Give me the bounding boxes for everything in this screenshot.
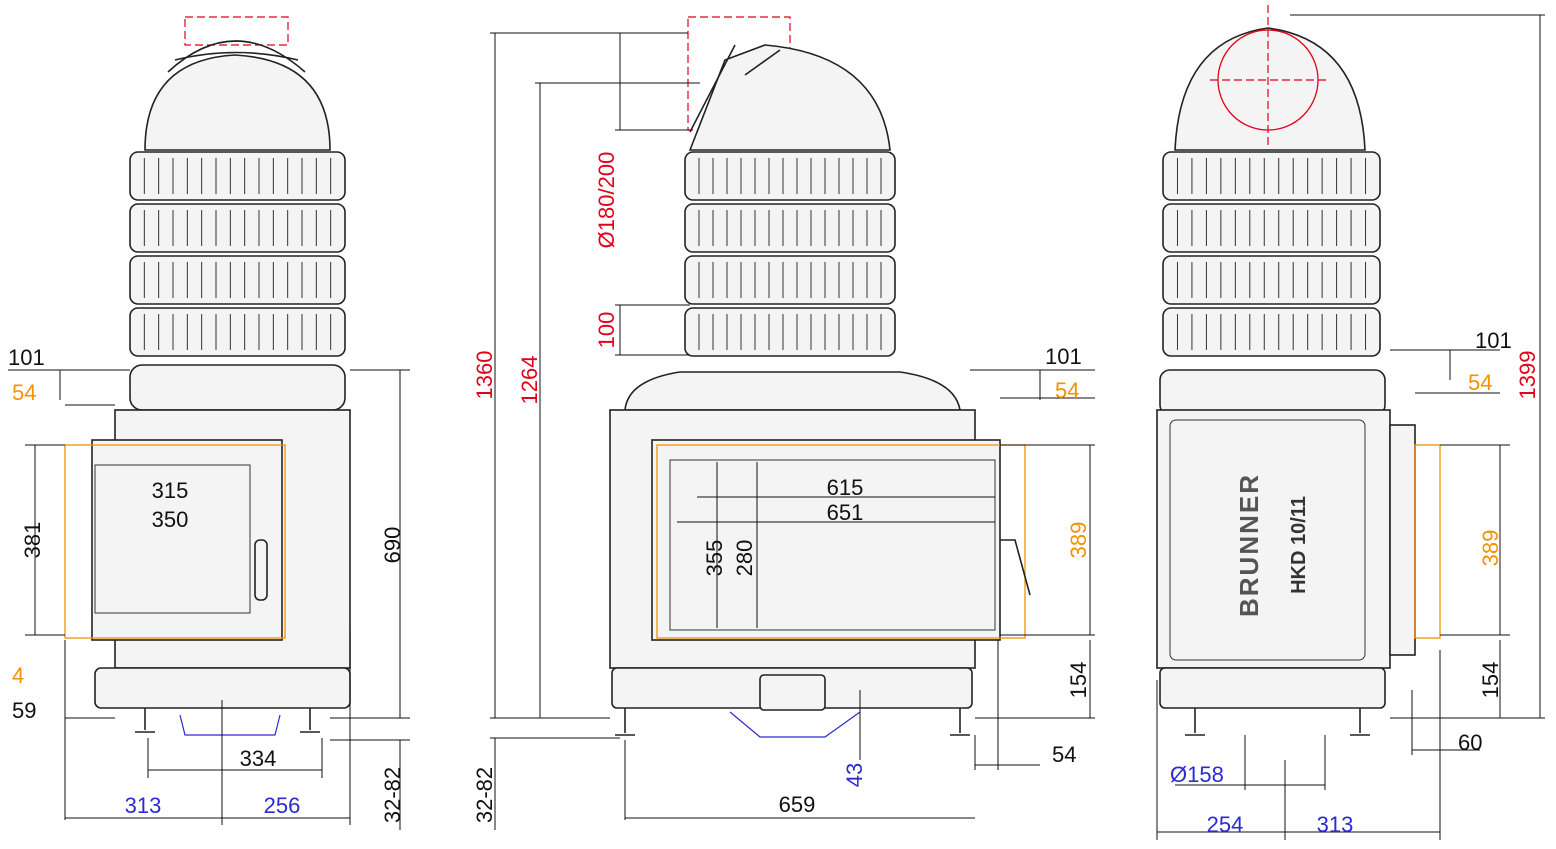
convection-ring — [129, 151, 346, 201]
dome — [144, 54, 331, 151]
flue-outline — [184, 16, 289, 46]
dim-right-width: 256 — [264, 793, 301, 818]
dim-side-offset: 54 — [1052, 742, 1076, 767]
dim-leg-span: 334 — [240, 746, 277, 771]
dim-body-height: 690 — [380, 527, 405, 564]
top-hood — [129, 364, 346, 411]
dim-total-height: 1399 — [1515, 351, 1540, 400]
dim-glass-width: 315 — [152, 478, 189, 503]
door-outline — [64, 444, 286, 639]
brand-logo: BRUNNER — [1234, 473, 1264, 617]
dim-bottom-height: 154 — [1478, 662, 1503, 699]
dim-flue-diameter: Ø180/200 — [594, 152, 619, 249]
convection-ring — [129, 307, 346, 357]
dim-bottom-height: 154 — [1066, 662, 1091, 699]
flue-elbow — [688, 44, 891, 151]
rear-view: BRUNNER HKD 10/11 101 54 1399 389 154 60… — [1156, 5, 1545, 840]
door-handle — [1000, 539, 1031, 596]
dim-top-offset: 101 — [1475, 328, 1512, 353]
convection-ring — [1162, 255, 1381, 305]
glass — [669, 459, 996, 631]
dim-left-width: 313 — [125, 793, 162, 818]
dim-left-width: 254 — [1207, 812, 1244, 837]
dim-door-width: 350 — [152, 507, 189, 532]
dim-opening-height: 389 — [1478, 530, 1503, 567]
legs — [135, 708, 320, 733]
base-inlet — [759, 674, 826, 711]
opening-outline — [1414, 444, 1441, 639]
dim-glass-height: 280 — [732, 540, 757, 577]
dim-right-width: 313 — [1317, 812, 1354, 837]
dim-top-offset: 101 — [8, 345, 45, 370]
dim-leg-adjust: 32-82 — [472, 767, 497, 823]
dim-opening-height: 389 — [1066, 522, 1091, 559]
convection-rings — [1162, 151, 1381, 357]
dim-door-offset: 54 — [1468, 370, 1492, 395]
rear-panel — [1169, 419, 1366, 661]
dim-top-offset: 101 — [1045, 344, 1082, 369]
top-hood — [1159, 369, 1386, 416]
dim-glass-width: 615 — [827, 475, 864, 500]
convection-ring — [684, 151, 896, 201]
flue-collar — [167, 40, 306, 73]
model-label: HKD 10/11 — [1288, 496, 1310, 594]
air-inlet — [179, 714, 281, 736]
convection-ring — [129, 255, 346, 305]
convection-rings — [684, 151, 896, 357]
convection-ring — [1162, 307, 1381, 357]
door — [91, 439, 283, 641]
convection-ring — [684, 203, 896, 253]
dim-door-height: 355 — [702, 540, 727, 577]
convection-ring — [129, 203, 346, 253]
dim-side-offset: 60 — [1458, 730, 1482, 755]
dim-door-offset: 54 — [1055, 378, 1079, 403]
legs — [615, 708, 970, 736]
dim-outlet-diameter: Ø158 — [1170, 762, 1224, 787]
convection-ring — [684, 255, 896, 305]
dim-total-height: 1360 — [472, 351, 497, 400]
dim-flue-height: 1264 — [517, 356, 542, 405]
door-outline — [656, 444, 1026, 639]
convection-ring — [1162, 203, 1381, 253]
front-view: 101 54 381 315 350 690 4 59 334 313 256 … — [8, 16, 410, 830]
convection-ring — [1162, 151, 1381, 201]
dim-base-height: 59 — [12, 698, 36, 723]
glass — [94, 464, 251, 614]
legs — [1185, 708, 1370, 736]
dim-total-depth: 659 — [779, 792, 816, 817]
convection-ring — [684, 307, 896, 357]
side-view: 1360 1264 Ø180/200 100 101 54 615 651 35… — [472, 16, 1095, 830]
dim-ring-height: 100 — [594, 312, 619, 349]
top-hood — [624, 371, 961, 411]
dim-door-width: 651 — [827, 500, 864, 525]
door-handle — [254, 539, 268, 601]
dim-leg-adjust: 32-82 — [380, 767, 405, 823]
door — [651, 439, 1001, 641]
convection-rings — [129, 151, 346, 357]
base-frame — [1159, 667, 1386, 709]
dim-door-height: 381 — [20, 522, 45, 559]
dome — [1174, 27, 1366, 151]
dim-base-depth: 43 — [842, 763, 867, 787]
side-frame — [1389, 424, 1416, 656]
dim-door-offset: 54 — [12, 380, 36, 405]
stove-body — [1156, 409, 1391, 669]
flue-centerline — [1210, 5, 1326, 150]
dim-door-bottom: 4 — [12, 663, 24, 688]
flue-flap — [689, 44, 781, 133]
air-inlet — [729, 711, 861, 738]
